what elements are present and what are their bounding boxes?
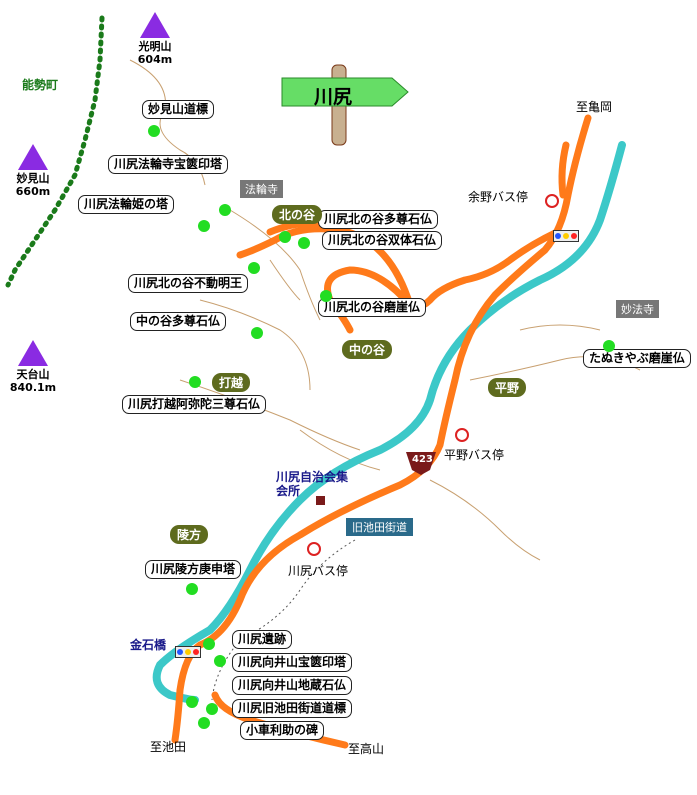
site-dot	[279, 231, 291, 243]
site-dot	[214, 655, 226, 667]
bridge-label: 金石橋	[130, 638, 167, 652]
area-kitanotani: 北の谷	[272, 205, 323, 224]
landmark-label[interactable]: 川尻北の谷多尊石仏	[318, 210, 439, 229]
mountain-icon	[140, 12, 170, 38]
area-nakanotani: 中の谷	[342, 340, 393, 359]
site-dot	[198, 717, 210, 729]
site-dot	[203, 638, 215, 650]
site-dot	[320, 290, 332, 302]
landmark-label[interactable]: 川尻陵方庚申塔	[145, 560, 242, 579]
bus-stop-kawajiri: 川尻バス停	[288, 564, 349, 578]
traffic-signal-icon	[553, 230, 579, 242]
landmark-label[interactable]: 中の谷多尊石仏	[130, 312, 227, 331]
area-misasagikata: 陵方	[170, 525, 209, 544]
hall-marker	[316, 496, 325, 505]
ridge-trail	[5, 15, 105, 288]
route-number: 423	[412, 454, 433, 465]
temple-horinji: 法輪寺	[240, 180, 283, 198]
site-dot	[603, 340, 615, 352]
landmark-label[interactable]: 川尻遺跡	[232, 630, 293, 649]
direction-ikeda: 至池田	[150, 740, 187, 754]
area-hirano: 平野	[488, 378, 527, 397]
title-label: 川尻	[314, 86, 353, 108]
site-dot	[198, 220, 210, 232]
bus-stop-icon	[455, 428, 469, 442]
landmark-label[interactable]: 川尻打越阿弥陀三尊石仏	[122, 395, 267, 414]
landmark-label[interactable]: 妙見山道標	[142, 100, 215, 119]
bus-stop-icon	[307, 542, 321, 556]
temple-myohoji: 妙法寺	[616, 300, 659, 318]
bus-stop-icon	[545, 194, 559, 208]
title-sign-shape	[281, 77, 409, 107]
site-dot	[148, 125, 160, 137]
route-423-shield	[406, 452, 436, 475]
traffic-signal-icon	[175, 646, 201, 658]
bus-stop-yono: 余野バス停	[468, 190, 529, 204]
site-dot	[298, 237, 310, 249]
mountain-icon	[18, 340, 48, 366]
landmark-label[interactable]: 川尻法輪寺宝篋印塔	[108, 155, 229, 174]
town-label: 能勢町	[22, 78, 59, 92]
old-road-label: 旧池田街道	[346, 518, 413, 536]
direction-kameoka: 至亀岡	[576, 100, 613, 114]
landmark-label[interactable]: 川尻向井山地蔵石仏	[232, 676, 353, 695]
site-dot	[186, 696, 198, 708]
site-dot	[219, 204, 231, 216]
landmark-label[interactable]: 川尻北の谷不動明王	[128, 274, 249, 293]
landmark-label[interactable]: 川尻北の谷双体石仏	[322, 231, 443, 250]
site-dot	[206, 703, 218, 715]
community-hall-label: 川尻自治会集会所	[276, 470, 349, 498]
site-dot	[251, 327, 263, 339]
site-dot	[248, 262, 260, 274]
landmark-label[interactable]: 川尻旧池田街道道標	[232, 699, 353, 718]
mountain-icon	[18, 144, 48, 170]
footpaths	[129, 59, 641, 561]
site-dot	[189, 376, 201, 388]
landmark-label[interactable]: 川尻北の谷磨崖仏	[318, 298, 427, 317]
landmark-label[interactable]: 川尻向井山宝篋印塔	[232, 653, 353, 672]
site-dot	[186, 583, 198, 595]
direction-takayama: 至高山	[348, 742, 385, 756]
landmark-label[interactable]: 小車利助の碑	[240, 721, 325, 740]
area-uchikoshi: 打越	[212, 373, 251, 392]
landmark-label[interactable]: 川尻法輪姫の塔	[78, 195, 175, 214]
river	[152, 141, 626, 704]
landmark-label[interactable]: たぬきやぶ磨崖仏	[583, 349, 691, 368]
bus-stop-hirano: 平野バス停	[444, 448, 505, 462]
